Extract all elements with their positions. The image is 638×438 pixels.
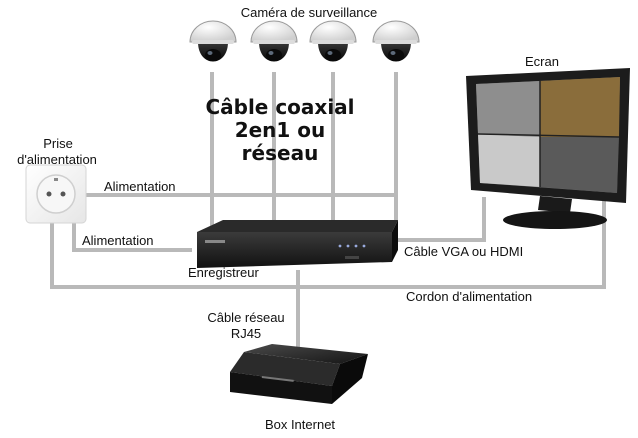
dvr-recorder-icon xyxy=(197,220,398,268)
power-camera-label: Alimentation xyxy=(104,179,176,194)
internet-box-label: Box Internet xyxy=(264,417,336,432)
camera-2 xyxy=(250,20,298,62)
coax-cable-label: Câble coaxial 2en1 ou réseau xyxy=(205,95,355,165)
monitor-label: Ecran xyxy=(525,54,559,69)
cameras-label: Caméra de surveillance xyxy=(240,5,378,20)
camera-1 xyxy=(189,20,237,62)
rj45-label-line2: RJ45 xyxy=(230,326,262,341)
outlet-label-line1: Prise xyxy=(43,136,73,151)
rj45-label-line1: Câble réseau xyxy=(207,310,285,325)
power-outlet-icon xyxy=(25,164,87,224)
camera-4 xyxy=(372,20,420,62)
power-recorder-label: Alimentation xyxy=(82,233,154,248)
cables xyxy=(50,72,606,355)
camera-3 xyxy=(309,20,357,62)
outlet-label-line2: d'alimentation xyxy=(17,152,97,167)
vga-hdmi-label: Câble VGA ou HDMI xyxy=(404,244,524,259)
recorder-label: Enregistreur xyxy=(188,265,259,280)
power-cord-label: Cordon d'alimentation xyxy=(406,289,533,304)
monitor-icon xyxy=(466,68,630,229)
power-cable-recorder xyxy=(72,222,192,252)
vga-hdmi-cable xyxy=(398,197,486,242)
power-cord-monitor xyxy=(50,200,606,289)
internet-box-icon xyxy=(230,344,368,404)
